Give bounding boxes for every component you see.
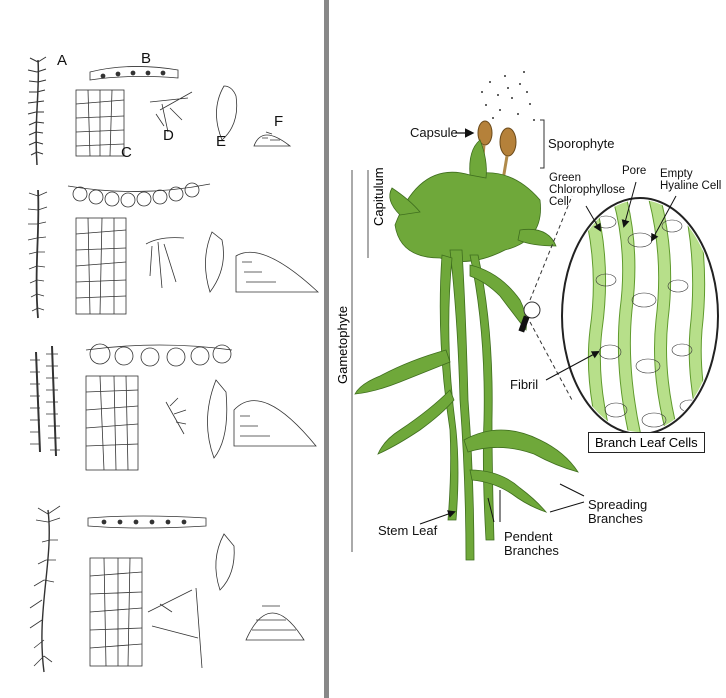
specimen-3-leaf	[207, 380, 226, 458]
zoom-origin	[524, 302, 540, 318]
specimen-4-apex	[246, 606, 304, 640]
plate-label-e: E	[216, 133, 226, 150]
specimen-4-branch	[148, 588, 202, 668]
specimen-4-cross-section	[88, 516, 206, 528]
specimen-b-cross-section	[90, 66, 178, 80]
plate-label-d: D	[163, 127, 174, 144]
label-spreading-branches: Spreading Branches	[588, 498, 658, 526]
specimen-3-branch	[166, 398, 186, 434]
specimen-4-cell-net	[90, 558, 142, 666]
specimen-f-apex	[254, 132, 290, 146]
label-fibril: Fibril	[510, 378, 538, 392]
specimen-4-leaf	[216, 534, 234, 590]
label-pendent-branches: Pendent Branches	[504, 530, 564, 558]
specimen-2-cross-section	[68, 183, 210, 207]
plate-label-b: B	[141, 50, 151, 67]
sporophyte-bracket	[540, 120, 544, 168]
panel-divider	[324, 0, 329, 698]
specimen-3-shoot	[30, 346, 60, 456]
label-sporophyte: Sporophyte	[548, 137, 615, 151]
specimen-3-cross-section	[86, 344, 232, 366]
specimen-2-branch	[146, 238, 184, 288]
label-empty-hyaline: Empty Hyaline Cell	[660, 168, 724, 192]
label-stem-leaf: Stem Leaf	[378, 524, 437, 538]
specimen-2-apex	[236, 252, 318, 292]
label-green-cell: Green Chlorophyllose Cell	[549, 172, 629, 208]
row-3-drawings	[30, 344, 316, 470]
specimen-c-cell-net	[76, 90, 124, 156]
spores	[481, 71, 535, 121]
label-branch-leaf-cells: Branch Leaf Cells	[588, 432, 705, 453]
specimen-3-cell-net	[86, 376, 138, 470]
plate-label-f: F	[274, 113, 283, 130]
label-pore: Pore	[622, 165, 646, 177]
label-capitulum: Capitulum	[371, 167, 386, 226]
plate-label-c: C	[121, 144, 132, 161]
row-4-drawings	[30, 506, 304, 672]
plate-label-a: A	[57, 52, 67, 69]
row-1-drawings	[28, 57, 290, 165]
leaf-cells-oval	[562, 196, 718, 440]
specimen-3-apex	[234, 401, 316, 446]
label-capsule: Capsule	[410, 126, 458, 140]
specimen-2-shoot	[28, 190, 47, 318]
specimen-2-leaf	[205, 232, 223, 292]
specimen-a-shoot	[28, 57, 46, 165]
specimen-2-cell-net	[76, 218, 126, 314]
specimen-4-shoot	[30, 506, 60, 672]
specimen-e-leaf	[216, 86, 236, 140]
row-2-drawings	[28, 183, 318, 318]
specimen-d-branch	[150, 92, 192, 132]
label-gametophyte: Gametophyte	[335, 306, 350, 384]
